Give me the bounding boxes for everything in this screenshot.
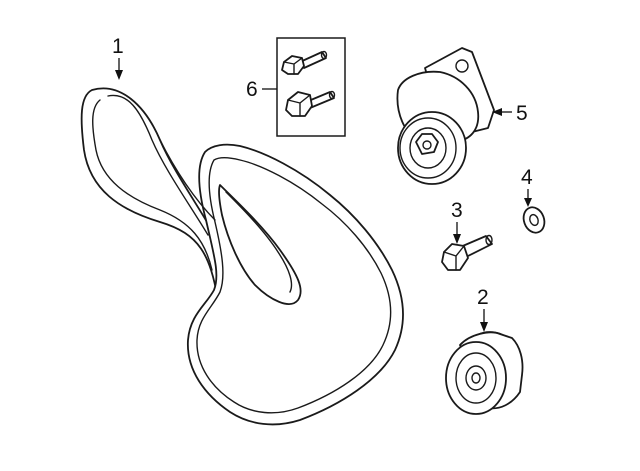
serpentine-belt-icon[interactable]: [80, 87, 404, 426]
belt-tensioner-icon[interactable]: [396, 47, 495, 185]
callout-5-label: 5: [516, 102, 528, 125]
callout-6: 6: [246, 78, 277, 101]
callout-5: 5: [492, 102, 528, 125]
callout-1-label: 1: [112, 35, 124, 58]
lower-bolt-icon: [285, 90, 336, 117]
callout-4: 4: [521, 166, 533, 207]
callout-3: 3: [451, 199, 463, 244]
upper-bolt-icon: [281, 50, 328, 75]
callout-4-label: 4: [521, 166, 533, 189]
tensioner-bolts-icon[interactable]: [276, 37, 346, 137]
callout-2: 2: [477, 286, 489, 332]
washer-icon[interactable]: [520, 204, 548, 235]
bolt-icon[interactable]: [441, 234, 493, 271]
idler-pulley-icon[interactable]: [445, 331, 524, 415]
callout-6-label: 6: [246, 78, 258, 101]
callout-2-label: 2: [477, 286, 489, 309]
bolts-box: [276, 37, 346, 137]
callout-1: 1: [112, 35, 124, 80]
callout-3-label: 3: [451, 199, 463, 222]
